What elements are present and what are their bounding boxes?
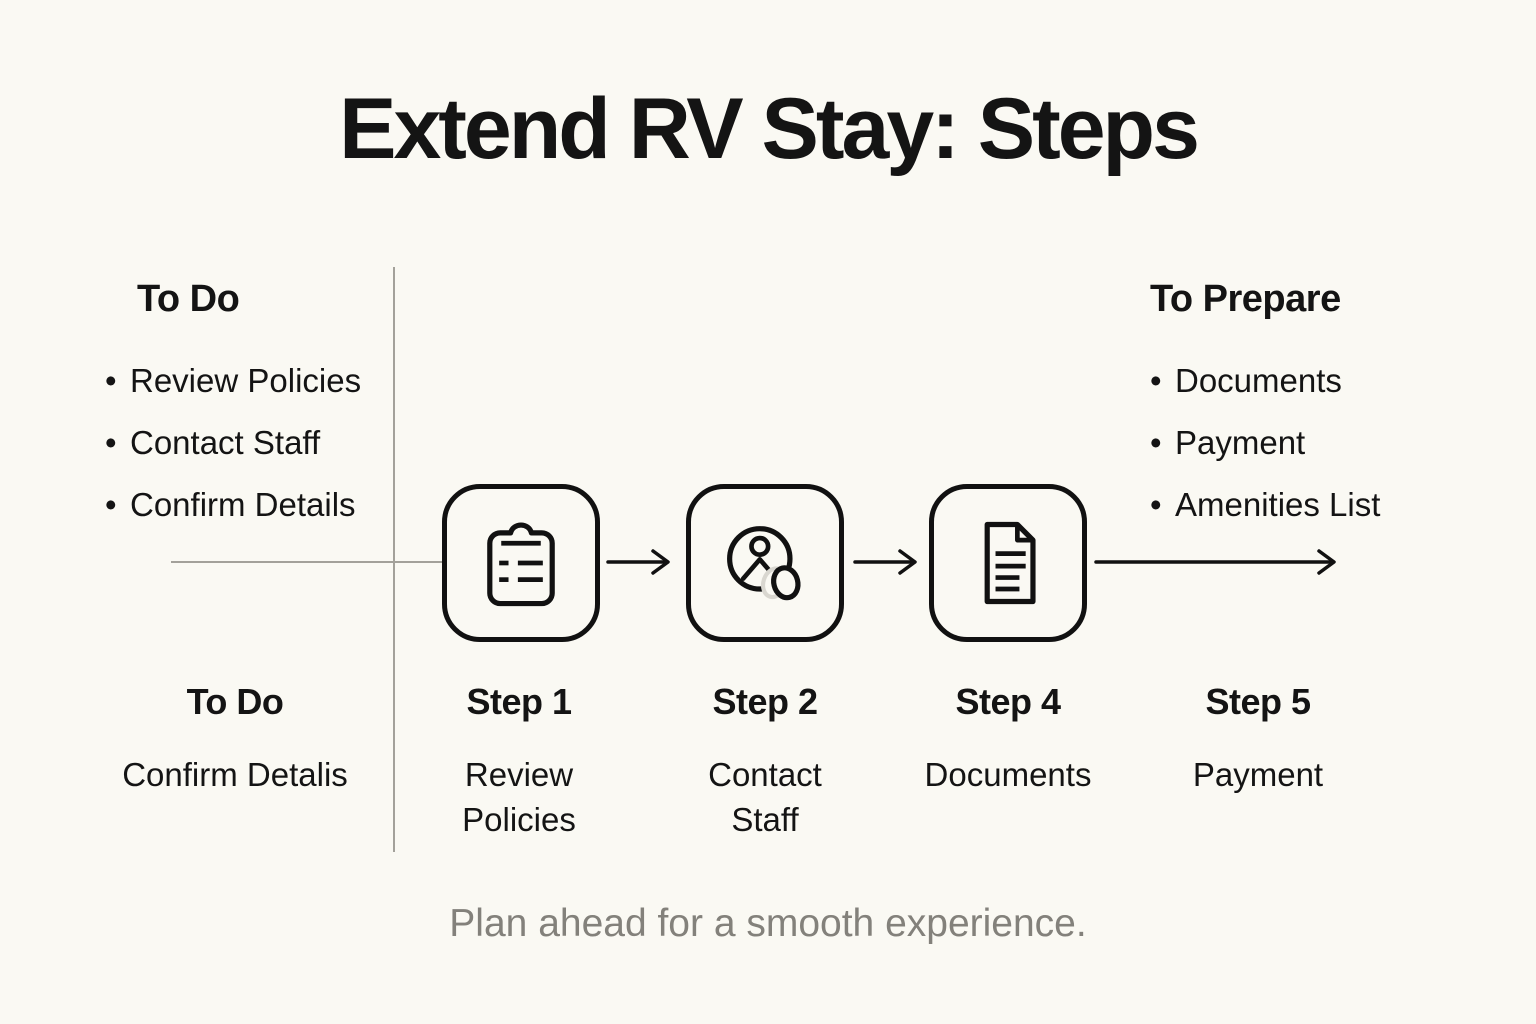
prepare-list: Documents Payment Amenities List (1150, 350, 1480, 536)
step4-icon-box (929, 484, 1087, 642)
step-heading: Step 1 (466, 681, 572, 722)
step-sublabel: Documents (924, 756, 1092, 793)
list-item-label: Confirm Details (130, 486, 356, 523)
prepare-panel: To Prepare Documents Payment Amenities L… (1150, 276, 1480, 536)
step-label-todo: To Do Confirm Detalis (75, 680, 395, 797)
step-heading: Step 4 (955, 681, 1061, 722)
list-item-label: Review Policies (130, 362, 362, 399)
list-item-label: Amenities List (1175, 486, 1381, 523)
step-sublabel: Payment (1192, 756, 1324, 793)
list-item: Payment (1150, 412, 1480, 474)
list-item: Documents (1150, 350, 1480, 412)
step-label-5: Step 5 Payment (1148, 680, 1368, 797)
clipboard-icon (487, 522, 555, 607)
todo-list: Review Policies Contact Staff Confirm De… (105, 350, 435, 536)
list-item-label: Contact Staff (130, 424, 321, 461)
step-heading: Step 5 (1205, 681, 1311, 722)
list-item: Confirm Details (105, 474, 435, 536)
vertical-divider-line (393, 267, 395, 852)
list-item: Amenities List (1150, 474, 1480, 536)
todo-heading: To Do (137, 278, 240, 320)
list-item-label: Documents (1175, 362, 1342, 399)
list-item: Review Policies (105, 350, 435, 412)
step-label-4: Step 4 Documents (898, 680, 1118, 797)
arrow-right-long-icon (1094, 549, 1336, 575)
horizontal-axis-line (171, 561, 443, 563)
step-heading: Step 2 (712, 681, 818, 722)
step-label-1: Step 1 Review Policies (444, 680, 594, 842)
step-sublabel: Contact Staff (708, 756, 822, 838)
prepare-heading: To Prepare (1150, 278, 1341, 320)
page-title: Extend RV Stay: Steps (339, 81, 1200, 177)
list-item-label: Payment (1175, 424, 1306, 461)
step2-icon-box (686, 484, 844, 642)
step-sublabel: Review Policies (462, 756, 576, 838)
arrow-right-icon (606, 549, 670, 575)
list-item: Contact Staff (105, 412, 435, 474)
step-label-2: Step 2 Contact Staff (690, 680, 840, 842)
step-sublabel: Confirm Detalis (122, 756, 348, 793)
arrow-right-icon (853, 549, 917, 575)
step-heading: To Do (186, 681, 284, 722)
step1-icon-box (442, 484, 600, 642)
document-icon (984, 521, 1036, 605)
contact-person-icon (727, 526, 801, 601)
footer-caption: Plan ahead for a smooth experience. (449, 902, 1087, 945)
todo-panel: To Do Review Policies Contact Staff Conf… (105, 276, 435, 536)
